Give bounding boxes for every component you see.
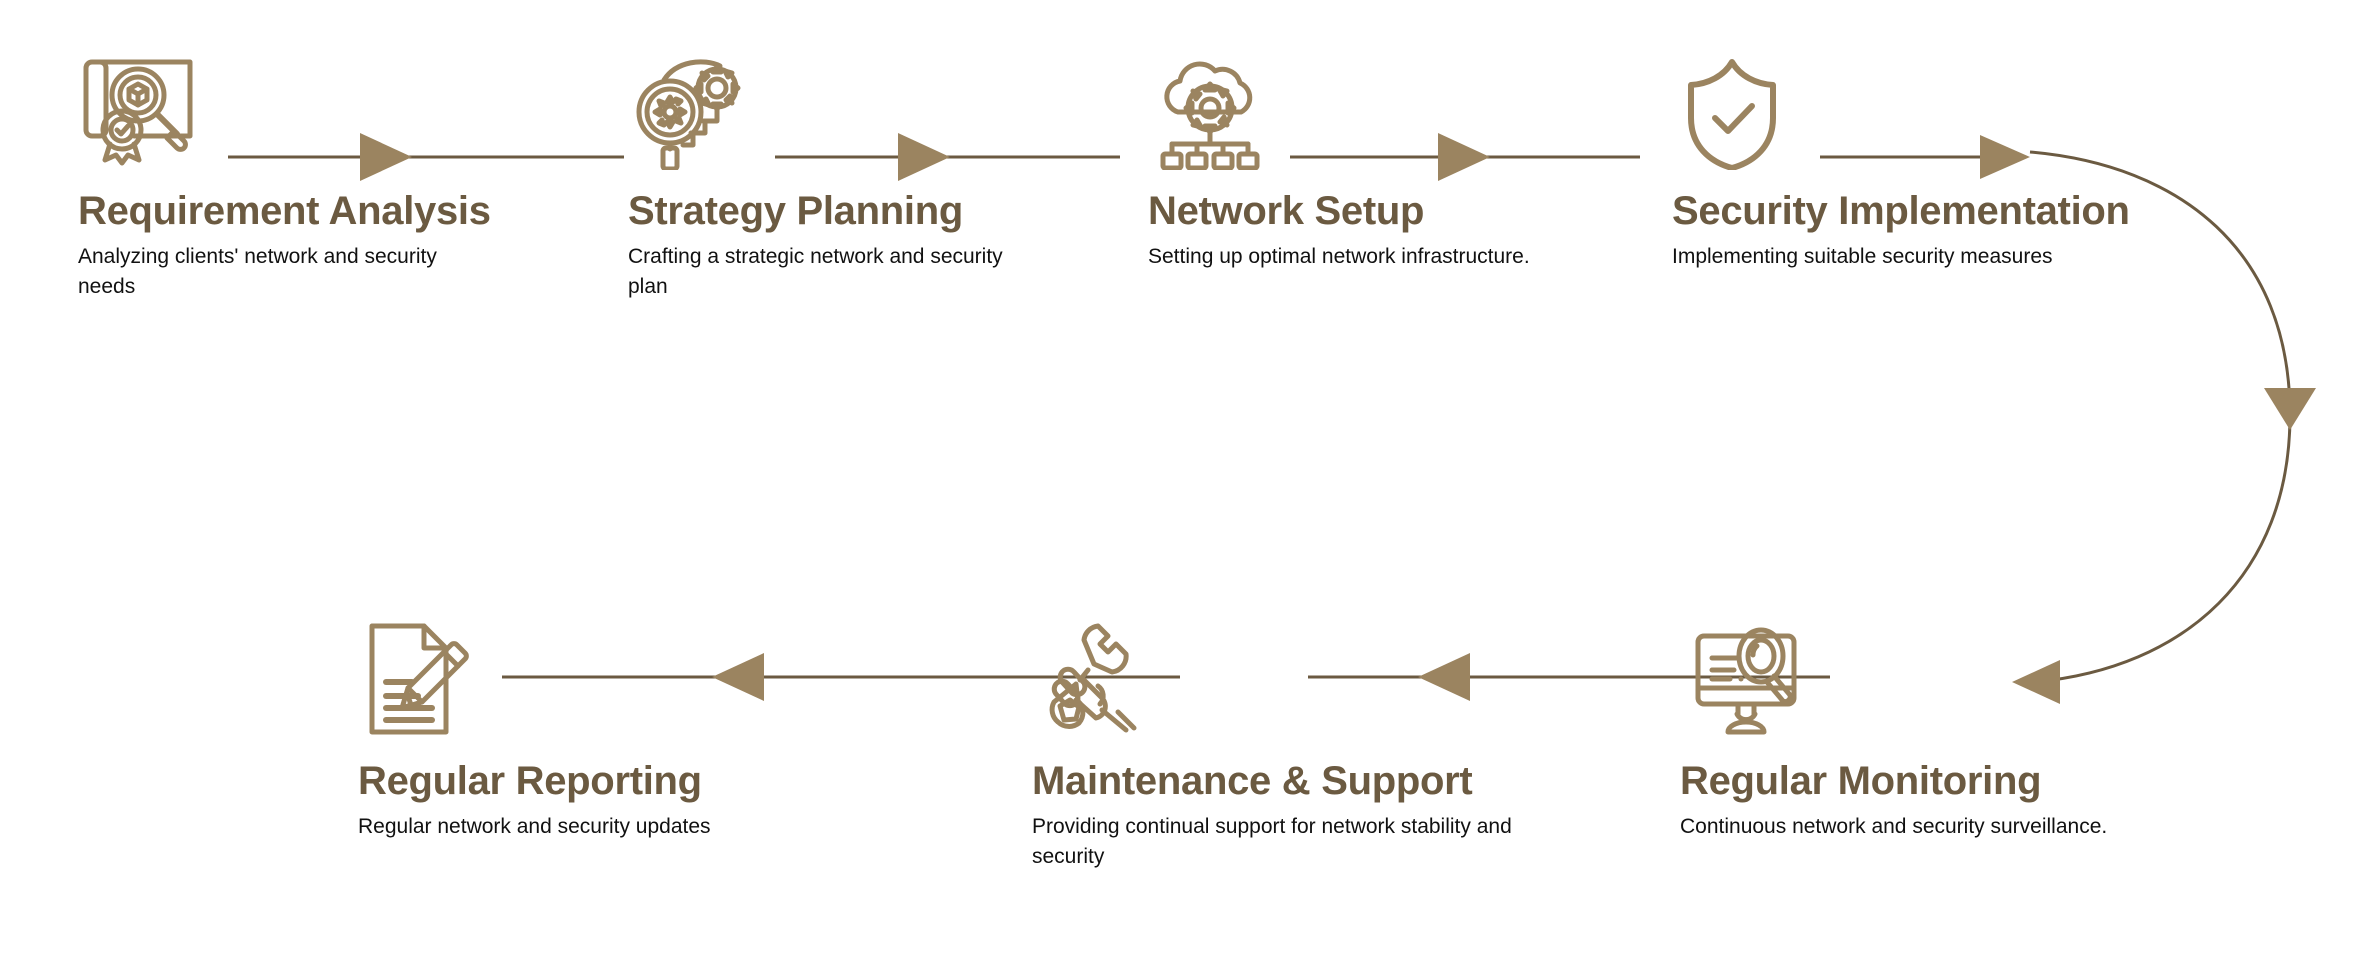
step-title: Security Implementation — [1672, 189, 2130, 233]
step-description: Setting up optimal network infrastructur… — [1148, 245, 1530, 268]
blueprint-magnifier-badge-icon — [78, 50, 208, 170]
shield-check-icon — [1672, 50, 1802, 170]
step-title: Requirement Analysis — [78, 189, 491, 233]
step-title: Maintenance & Support — [1032, 759, 1473, 803]
document-pencil-icon — [358, 620, 488, 740]
step-description: Regular network and security updates — [358, 815, 711, 838]
monitor-magnifier-icon — [1680, 620, 1825, 740]
step-description: Crafting a strategic network and securit… — [628, 245, 1003, 298]
cloud-gear-network-icon — [1148, 50, 1278, 170]
arrow-step2-to-step3 — [775, 133, 1120, 181]
step-title: Regular Reporting — [358, 759, 702, 803]
step-description: Analyzing clients' network and security … — [78, 245, 437, 298]
step-description: Continuous network and security surveill… — [1680, 815, 2108, 838]
arrow-step3-to-step4 — [1290, 133, 1640, 181]
magnifier-gears-strategy-icon — [628, 50, 758, 170]
arrow-step1-to-step2 — [228, 133, 624, 181]
step-description: Implementing suitable security measures — [1672, 245, 2053, 268]
step-title: Regular Monitoring — [1680, 759, 2042, 803]
step-title: Network Setup — [1148, 189, 1425, 233]
step-title: Strategy Planning — [628, 189, 963, 233]
step-description: Providing continual support for network … — [1032, 815, 1512, 868]
wrench-hand-icon — [1032, 620, 1162, 740]
